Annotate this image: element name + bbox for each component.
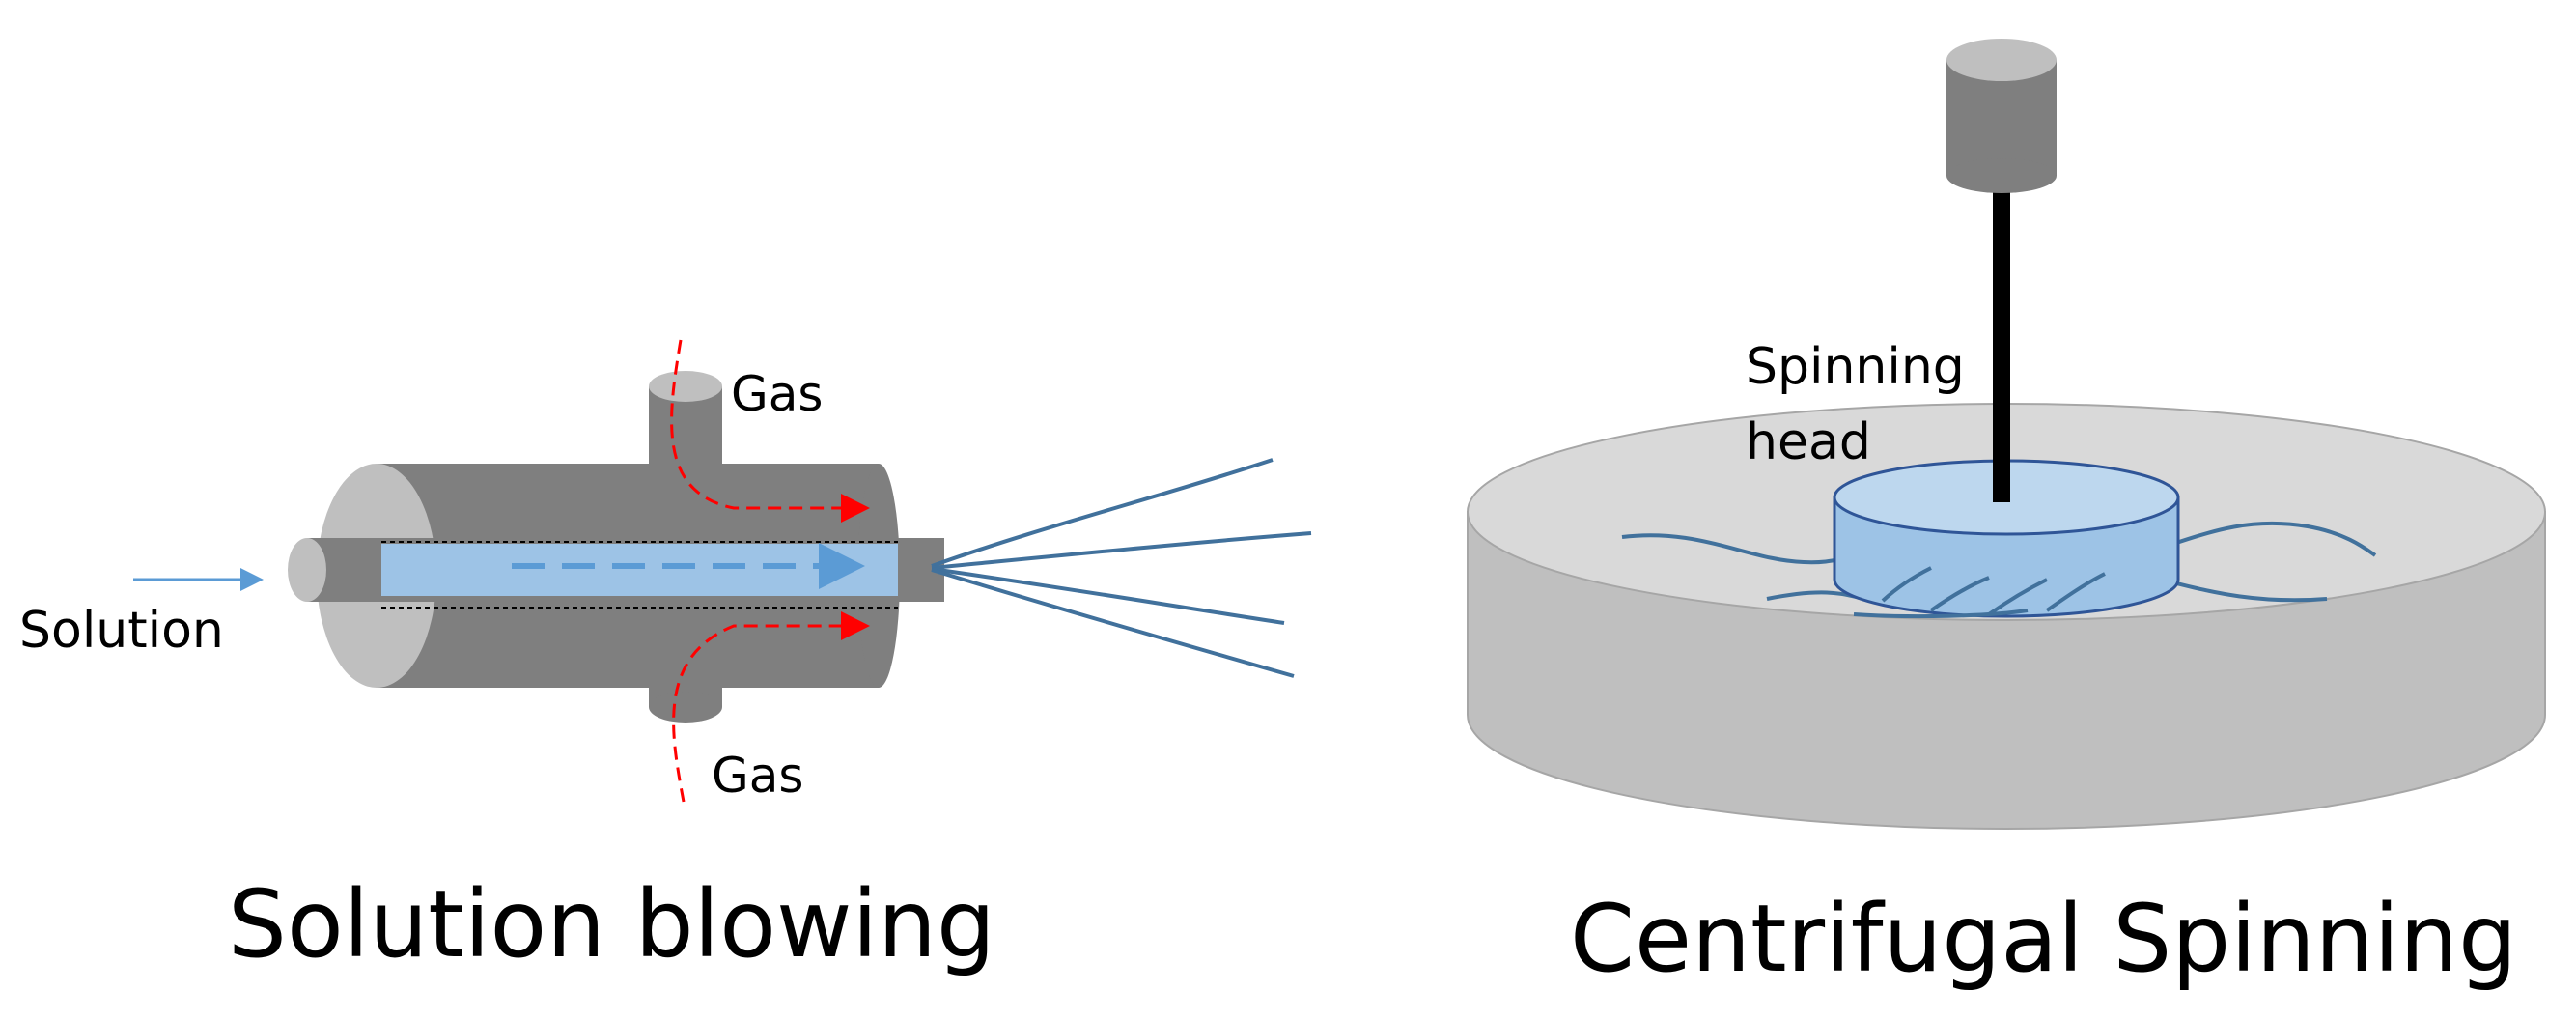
- centrifugal-spinning-diagram: Spinning head Centrifugal Spinning: [1467, 39, 2546, 993]
- spinning-head-label-line1: Spinning: [1746, 338, 1965, 396]
- solution-label: Solution: [19, 602, 224, 660]
- gas-label-bottom: Gas: [712, 748, 803, 804]
- spinning-head-label-line2: head: [1746, 413, 1871, 471]
- solution-blowing-title: Solution blowing: [228, 870, 995, 978]
- solution-blowing-diagram: Gas Gas Solution Solution blowing: [19, 339, 1312, 978]
- gas-flow-arrow-top: [670, 339, 870, 523]
- gas-flow-arrow-bottom: [672, 611, 870, 803]
- gas-label-top: Gas: [731, 366, 823, 422]
- motor: [1946, 39, 2057, 193]
- fibers-solution-blowing: [931, 458, 1312, 678]
- spinning-shaft: [1993, 174, 2010, 502]
- centrifugal-spinning-title: Centrifugal Spinning: [1570, 885, 2517, 993]
- solution-tube: [288, 538, 944, 609]
